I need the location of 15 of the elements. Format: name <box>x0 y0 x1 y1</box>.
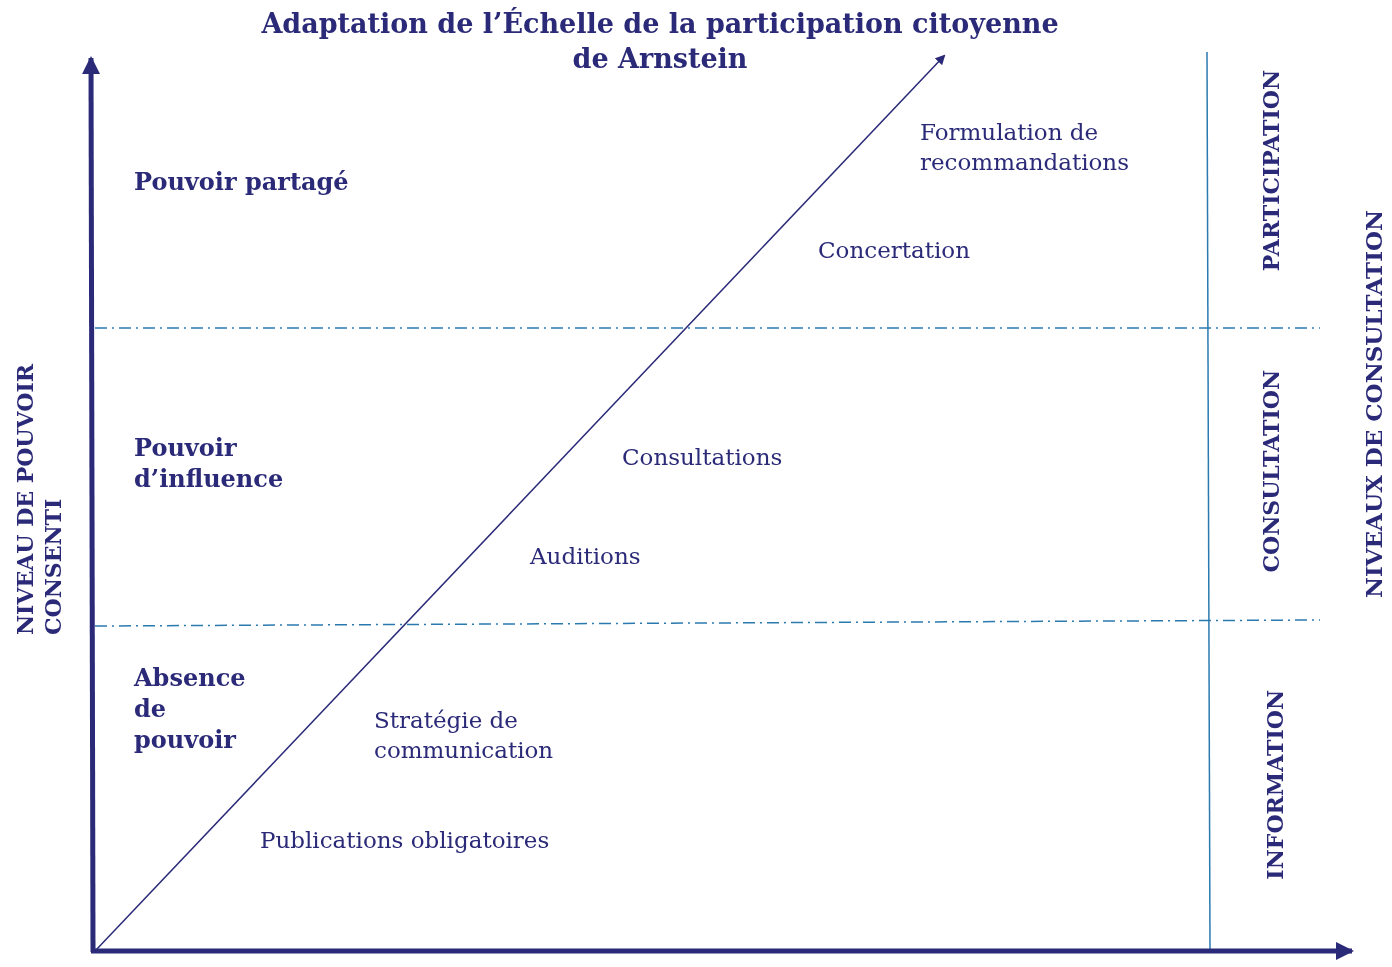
ladder-step-label: Formulation de recommandations <box>920 118 1130 177</box>
power-level-label: Absence de pouvoir <box>134 662 247 756</box>
axis-title: NIVEAUX DE CONSULTATION <box>1360 210 1388 599</box>
power-level-label: Pouvoir d’influence <box>134 432 285 495</box>
ladder-step-label: Publications obligatoires <box>260 826 551 855</box>
consultation-level-label: CONSULTATION <box>1258 370 1285 573</box>
ladder-step-label: Consultations <box>622 443 784 472</box>
axis-title: NIVEAU DE POUVOIR CONSENTI <box>12 362 67 635</box>
consultation-level-label: PARTICIPATION <box>1258 70 1285 272</box>
ladder-step-label: Concertation <box>818 236 971 265</box>
power-level-label: Pouvoir partagé <box>134 166 350 198</box>
ladder-step-label: Stratégie de communication <box>374 706 555 765</box>
consultation-level-label: INFORMATION <box>1262 690 1289 880</box>
ladder-step-label: Auditions <box>530 542 642 571</box>
chart-title: Adaptation de l’Échelle de la participation citoyenne de Arnstein <box>260 6 1060 77</box>
